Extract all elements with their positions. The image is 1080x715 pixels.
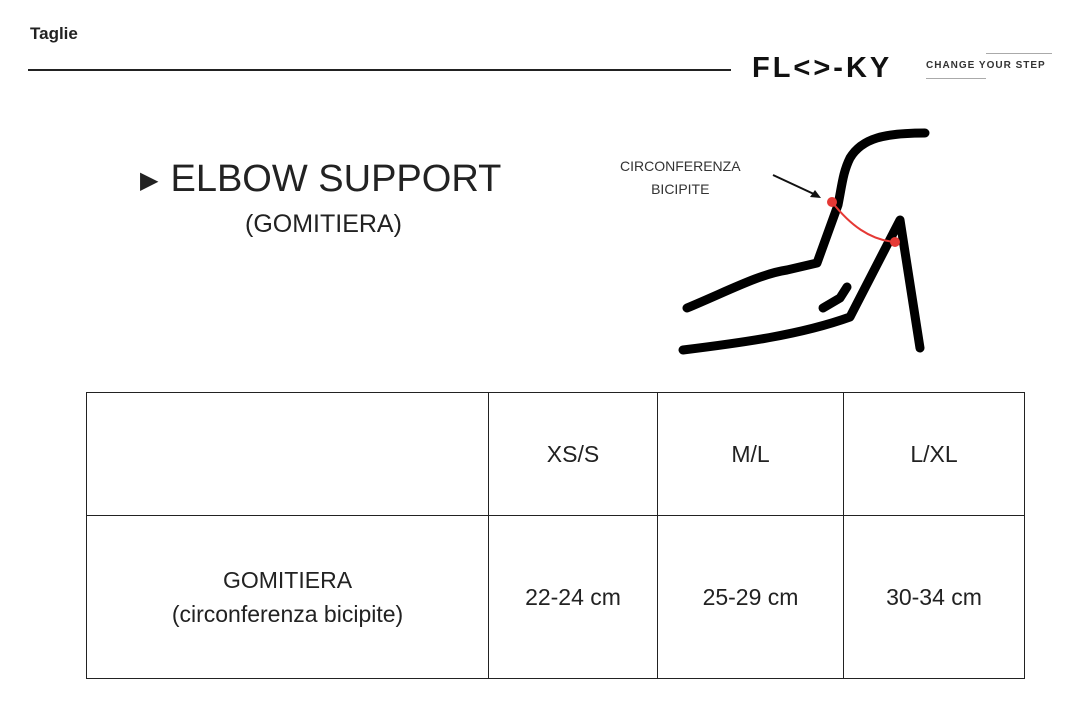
measure-point bbox=[827, 197, 837, 207]
table-row: GOMITIERA (circonferenza bicipite) 22-24 … bbox=[86, 515, 1025, 679]
divider bbox=[28, 69, 731, 71]
value-cell: 22-24 cm bbox=[488, 515, 658, 679]
table-header-row: XS/S M/L L/XL bbox=[86, 392, 1025, 516]
upper-arm-outline bbox=[682, 128, 930, 313]
measure-point bbox=[890, 237, 900, 247]
header-cell: XS/S bbox=[488, 392, 658, 516]
tagline-rule bbox=[926, 78, 986, 79]
crease-mark bbox=[818, 282, 852, 313]
product-subheading: (GOMITIERA) bbox=[245, 210, 402, 238]
label-line: (circonferenza bicipite) bbox=[171, 601, 404, 627]
label-line: BICIPITE bbox=[651, 181, 710, 197]
brand-tagline: CHANGE YOUR STEP bbox=[926, 60, 1046, 71]
value-cell: 25-29 cm bbox=[657, 515, 844, 679]
label-line: GOMITIERA bbox=[222, 567, 353, 593]
value-cell: 30-34 cm bbox=[843, 515, 1025, 679]
forearm-outline bbox=[678, 215, 925, 355]
product-heading: ▶ ELBOW SUPPORT bbox=[140, 158, 501, 201]
label-line: CIRCONFERENZA bbox=[620, 158, 741, 174]
header-cell: L/XL bbox=[843, 392, 1025, 516]
page-title: Taglie bbox=[30, 24, 78, 43]
arrow bbox=[772, 174, 817, 196]
heading-text: ELBOW SUPPORT bbox=[170, 158, 502, 200]
header-cell: M/L bbox=[657, 392, 844, 516]
arrow-head bbox=[810, 190, 821, 198]
row-label: GOMITIERA (circonferenza bicipite) bbox=[86, 515, 489, 679]
size-table: XS/S M/L L/XL GOMITIERA (circonferenza bi… bbox=[86, 392, 1025, 679]
diagram-label: CIRCONFERENZA BICIPITE bbox=[620, 155, 741, 201]
header-cell bbox=[86, 392, 489, 516]
tagline-rule bbox=[986, 53, 1052, 54]
brand-logo: FL<>-KY bbox=[752, 52, 893, 84]
measure-curve bbox=[831, 201, 896, 243]
triangle-bullet-icon: ▶ bbox=[140, 167, 159, 195]
